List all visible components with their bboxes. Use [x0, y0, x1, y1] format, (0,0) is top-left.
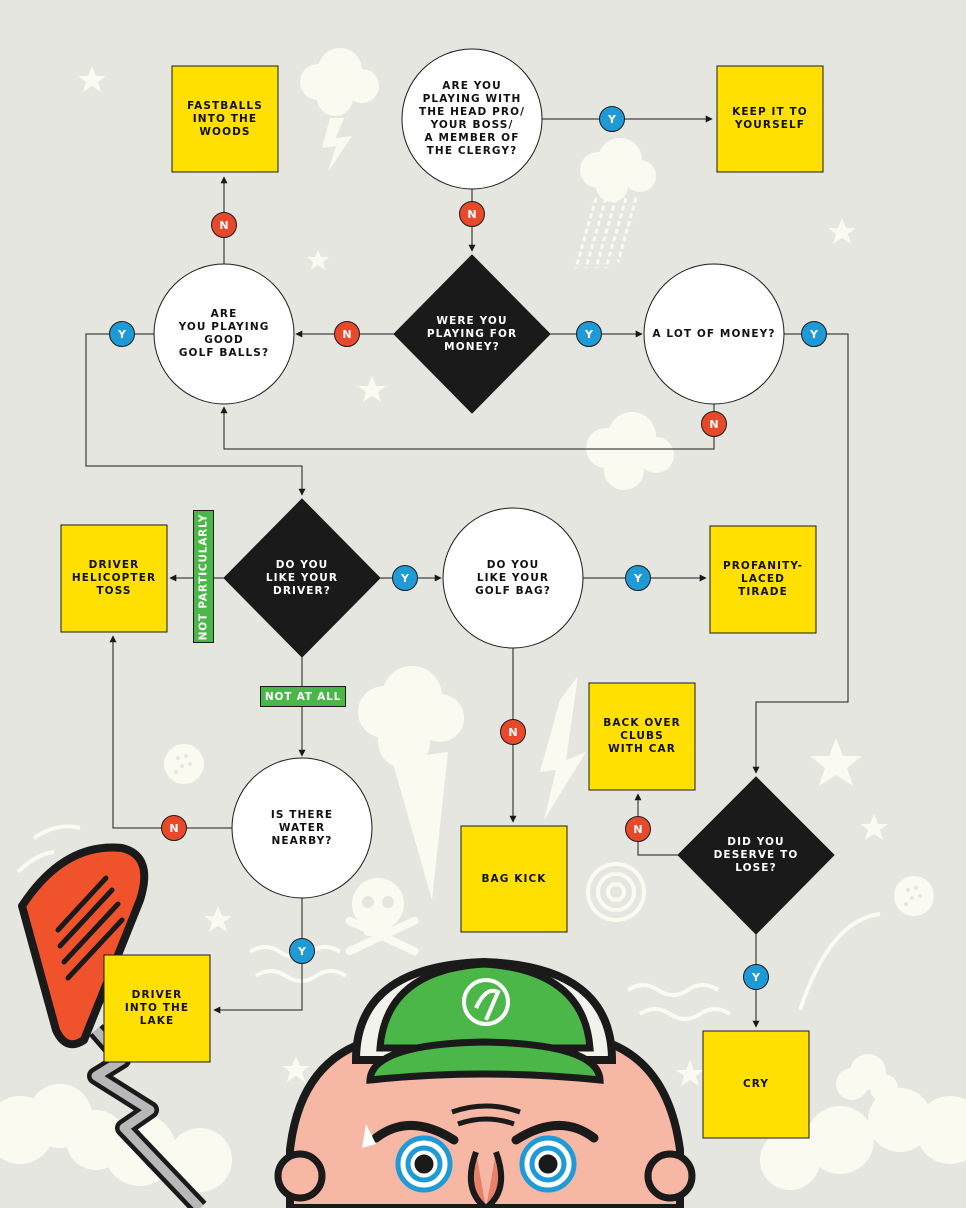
golfer-face-icon	[274, 957, 696, 1208]
no-badge-bag-kick: N	[500, 719, 526, 745]
yes-badge-driver-bag: Y	[392, 565, 418, 591]
rain-icon	[574, 197, 638, 269]
star-icon	[78, 66, 106, 92]
cloud-icon	[580, 138, 656, 202]
lightning-icon	[322, 118, 352, 172]
spiral-icon	[586, 862, 646, 922]
node-back-over	[588, 682, 696, 791]
node-deserve	[677, 776, 835, 935]
edge-deserve-no-to-backover	[634, 793, 678, 856]
star-icon	[828, 218, 856, 244]
cloud-icon	[586, 412, 674, 490]
cloud-icon	[358, 666, 464, 768]
skull-icon	[345, 878, 419, 956]
node-cry	[702, 1030, 810, 1139]
yes-badge-lot-deserve: Y	[801, 321, 827, 347]
node-water	[231, 757, 373, 899]
cloud-icon	[300, 48, 379, 116]
yes-badge-money-lot: Y	[576, 321, 602, 347]
no-badge-money-balls: N	[334, 321, 360, 347]
node-like-bag	[442, 507, 584, 649]
yes-badge-balls-driver: Y	[109, 321, 135, 347]
no-badge-headpro-money: N	[459, 201, 485, 227]
node-head-pro	[401, 48, 543, 190]
no-badge-deserve-backover: N	[625, 816, 651, 842]
star-icon	[860, 814, 888, 840]
golf-club-icon	[18, 843, 207, 1208]
node-lot-money	[643, 263, 785, 405]
node-fastballs	[171, 65, 279, 173]
yes-badge-water-lake: Y	[289, 938, 315, 964]
star-icon	[204, 906, 232, 932]
flow-nodes	[60, 48, 835, 1139]
cloud-icon	[836, 1054, 898, 1102]
lightning-icon	[540, 676, 586, 820]
node-helicopter	[60, 524, 168, 633]
node-lake	[103, 954, 211, 1063]
golf-ball-icon	[164, 744, 204, 784]
yes-badge-headpro-keep: Y	[599, 106, 625, 132]
smoke-trail	[392, 752, 448, 900]
star-icon	[307, 250, 329, 270]
yes-badge-deserve-cry: Y	[743, 964, 769, 990]
background-decorations	[0, 48, 966, 1192]
node-keep-it	[716, 65, 824, 173]
star-icon	[358, 376, 386, 402]
edge-label-not-particularly-text: NOT PARTICULARLY	[197, 513, 210, 640]
node-good-balls	[153, 263, 295, 405]
no-badge-lot-balls: N	[701, 411, 727, 437]
golf-ball-icon	[894, 876, 934, 916]
cloud-icon	[760, 1088, 966, 1190]
edge-label-not-at-all: NOT AT ALL	[260, 686, 346, 707]
no-badge-water-heli: N	[161, 815, 187, 841]
node-bag-kick	[460, 825, 568, 933]
squiggle-lines	[16, 824, 881, 1021]
yes-badge-bag-profanity: Y	[625, 565, 651, 591]
node-profanity	[709, 525, 817, 634]
star-icon	[810, 738, 862, 786]
star-icon	[676, 1060, 704, 1086]
node-like-driver	[223, 498, 381, 658]
cloud-icon	[0, 1084, 232, 1192]
edge-label-not-particularly: NOT PARTICULARLY	[193, 510, 214, 643]
edge-water-no-to-heli	[109, 635, 232, 829]
edge-label-not-at-all-text: NOT AT ALL	[264, 690, 342, 703]
star-icon	[282, 1056, 310, 1082]
node-playing-money	[393, 254, 551, 414]
edge-balls-yes-to-driver	[85, 333, 306, 496]
edge-water-yes-to-lake	[213, 898, 303, 1014]
no-badge-balls-fastballs: N	[211, 212, 237, 238]
